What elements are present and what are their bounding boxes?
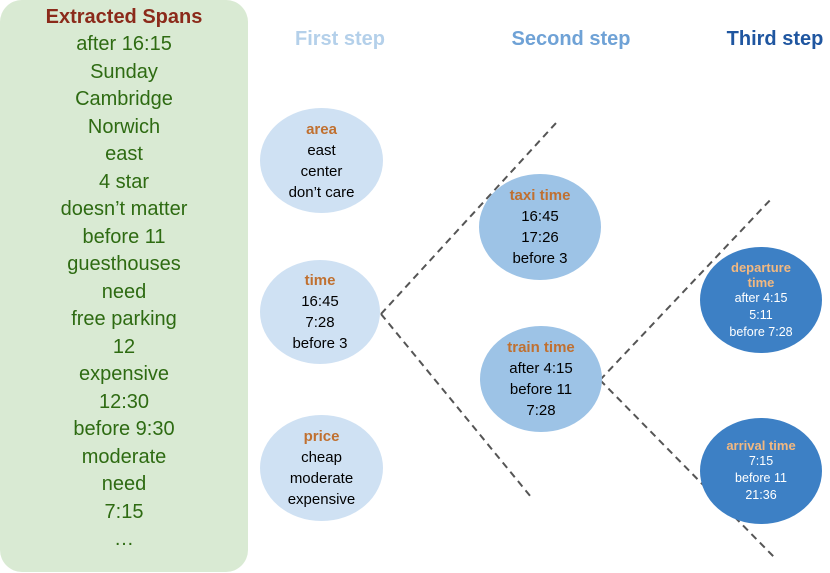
dashed-line-upper-2 — [599, 196, 774, 381]
span-item: 7:15 — [104, 500, 144, 523]
taxi-time-node: taxi time 16:45 17:26 before 3 — [479, 174, 601, 280]
area-node-title: area — [306, 120, 337, 138]
price-node-value: cheap — [301, 449, 342, 466]
span-item: 4 star — [98, 170, 150, 193]
time-node-value: before 3 — [292, 335, 348, 352]
span-item: after 16:15 — [76, 33, 172, 55]
arrival-time-node-title: arrival time — [726, 438, 796, 453]
span-item: expensive — [78, 363, 170, 385]
span-item: Sunday — [90, 60, 158, 83]
arrival-time-node: arrival time 7:15 before 11 21:36 — [700, 418, 822, 524]
price-node-title: price — [303, 428, 340, 445]
span-item: 12 — [112, 335, 136, 358]
taxi-time-node-value: 16:45 — [521, 208, 559, 225]
price-node-value: moderate — [289, 470, 354, 487]
dashed-line-lower-1 — [380, 313, 532, 498]
extracted-spans-title: Extracted Spans — [45, 6, 203, 28]
train-time-node-value: 7:28 — [526, 402, 556, 419]
departure-time-node: departure time after 4:15 5:11 before 7:… — [700, 247, 822, 353]
span-item: 12:30 — [98, 390, 150, 413]
span-item: east — [105, 143, 143, 165]
area-node-value: center — [300, 162, 343, 180]
arrival-time-node-value: 7:15 — [748, 454, 774, 468]
dashed-line-lower-2 — [599, 379, 776, 559]
departure-time-node-value: after 4:15 — [734, 290, 788, 305]
taxi-time-node-value: 17:26 — [521, 229, 559, 246]
departure-time-node-value: 5:11 — [749, 307, 773, 322]
time-node-title: time — [304, 272, 336, 289]
span-item: moderate — [81, 445, 167, 468]
span-item: free parking — [71, 308, 177, 330]
time-node-value: 7:28 — [305, 314, 335, 331]
span-item: Cambridge — [75, 88, 173, 110]
span-item: Norwich — [87, 115, 161, 138]
arrival-time-node-value: before 11 — [735, 471, 787, 485]
span-item: need — [101, 473, 147, 495]
price-node-value: expensive — [287, 491, 356, 508]
span-item: before 9:30 — [73, 418, 175, 440]
span-item: … — [114, 528, 134, 550]
taxi-time-node-title: taxi time — [509, 187, 571, 204]
taxi-time-node-value: before 3 — [512, 250, 568, 267]
area-node-value: east — [307, 141, 336, 159]
time-node-value: 16:45 — [301, 293, 339, 310]
arrival-time-node-value: 21:36 — [745, 488, 777, 502]
train-time-node-value: before 11 — [509, 381, 573, 398]
extracted-spans-list: after 16:15 Sunday Cambridge Norwich eas… — [0, 31, 248, 554]
area-node: area east center don’t care — [260, 108, 383, 213]
first-step-heading: First step — [294, 28, 386, 50]
extracted-spans-panel: Extracted Spans after 16:15 Sunday Cambr… — [0, 0, 248, 572]
price-node: price cheap moderate expensive — [260, 415, 383, 521]
span-item: doesn’t matter — [60, 198, 188, 220]
train-time-node: train time after 4:15 before 11 7:28 — [480, 326, 602, 432]
third-step-heading: Third step — [726, 28, 824, 50]
second-step-heading: Second step — [511, 28, 631, 50]
span-item: need — [101, 280, 147, 303]
train-time-node-value: after 4:15 — [509, 360, 573, 377]
train-time-node-title: train time — [507, 339, 575, 356]
span-item: guesthouses — [67, 253, 181, 275]
departure-time-node-title: departure time — [731, 259, 791, 290]
departure-time-node-value: before 7:28 — [729, 324, 793, 339]
time-node: time 16:45 7:28 before 3 — [260, 260, 380, 364]
area-node-value: don’t care — [288, 183, 355, 201]
span-item: before 11 — [82, 225, 166, 248]
